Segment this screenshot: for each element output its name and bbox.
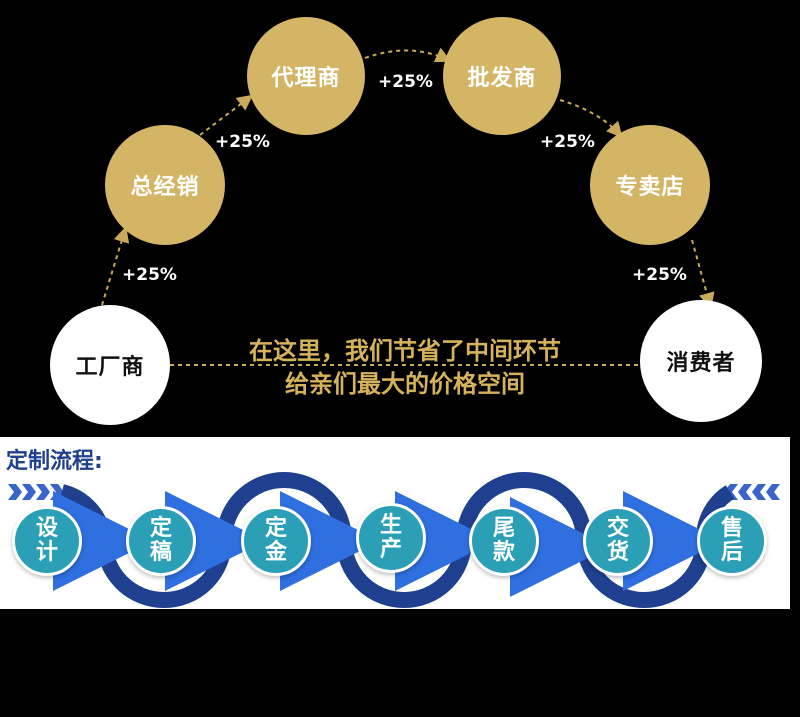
node-agent: 代理商 xyxy=(247,17,365,135)
node-general-distributor: 总经销 xyxy=(105,125,225,245)
step-after-sales: 售后 xyxy=(697,506,767,576)
chevron-left-icon xyxy=(8,484,64,500)
step-production: 生产 xyxy=(356,503,426,573)
message-line-2: 给亲们最大的价格空间 xyxy=(285,370,525,398)
message-line-1: 在这里，我们节省了中间环节 xyxy=(249,337,561,365)
connector-distributor-agent xyxy=(199,94,254,136)
markup-label: +25% xyxy=(378,72,433,92)
step-delivery: 交货 xyxy=(583,506,653,576)
process-panel: 定制流程: xyxy=(0,437,790,609)
process-graphics xyxy=(8,472,780,608)
step-deposit: 定金 xyxy=(241,506,311,576)
markup-label: +25% xyxy=(122,265,177,285)
connector-store-consumer xyxy=(691,239,715,309)
step-design: 设计 xyxy=(12,506,82,576)
markup-label: +25% xyxy=(540,132,595,152)
step-final-payment: 尾款 xyxy=(469,506,539,576)
node-wholesaler: 批发商 xyxy=(443,17,561,135)
markup-label: +25% xyxy=(632,265,687,285)
node-consumer: 消费者 xyxy=(640,300,762,422)
connector-factory-distributor xyxy=(101,226,130,306)
node-factory: 工厂商 xyxy=(50,305,170,425)
connector-wholesaler-store xyxy=(559,99,623,139)
node-specialty-store: 专卖店 xyxy=(590,125,710,245)
markup-label: +25% xyxy=(215,132,270,152)
top-connectors xyxy=(101,47,715,366)
process-title: 定制流程: xyxy=(6,449,103,474)
connector-agent-wholesaler xyxy=(364,47,452,63)
step-finalize-draft: 定稿 xyxy=(126,506,196,576)
